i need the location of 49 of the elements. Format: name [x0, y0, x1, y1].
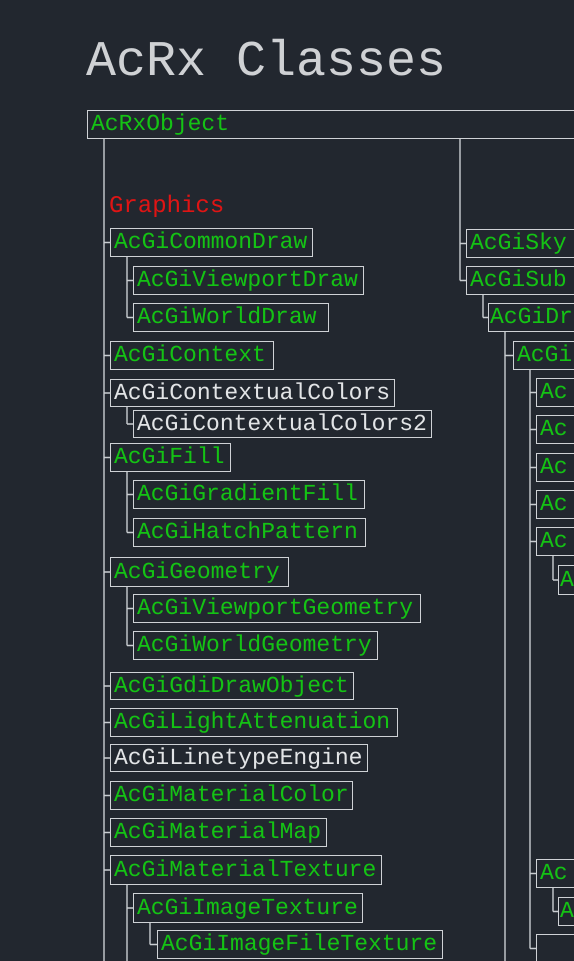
connector-line [504, 331, 514, 961]
connector-line [126, 471, 134, 534]
connector-line [529, 369, 537, 950]
class-node: AcGiGradientFill [133, 480, 365, 509]
class-node: AcGiContextualColors [110, 379, 395, 407]
class-node: AcGiViewportGeometry [133, 594, 421, 623]
class-node: AcGi [513, 341, 574, 370]
diagram-title: AcRx Classes [86, 36, 446, 90]
class-node: AcGiCommonDraw [110, 228, 313, 257]
class-node: AcGiLightAttenuation [110, 708, 398, 737]
class-node: AcGiSky [466, 229, 574, 258]
class-node: AcGiFill [110, 443, 231, 472]
class-node: AcGiGeometry [110, 557, 289, 587]
connector-line [126, 406, 134, 425]
connector-line [103, 138, 111, 961]
class-node [536, 934, 574, 961]
class-node: Ac [536, 415, 574, 444]
connector-line [482, 294, 489, 318]
connector-line [149, 922, 158, 946]
class-node: AcGiMaterialTexture [110, 855, 382, 885]
class-node: AcGiMaterialColor [110, 781, 353, 810]
class-node: Ac [536, 527, 574, 556]
class-node: AcGiSub [466, 266, 574, 295]
class-node: AcRxObject [87, 110, 574, 139]
class-node: AcGiContext [110, 341, 274, 370]
class-node: Ac [536, 453, 574, 482]
connector-line [459, 138, 467, 282]
class-node: A [558, 565, 574, 595]
class-node: AcGiHatchPattern [133, 518, 366, 547]
class-node: AcGiMaterialMap [110, 818, 327, 847]
class-node: AcGiWorldGeometry [133, 631, 378, 660]
class-node: A [558, 897, 574, 926]
connector-line [126, 586, 134, 646]
class-node: AcGiViewportDraw [133, 266, 364, 295]
class-node: AcGiWorldDraw [133, 303, 329, 332]
connector-line [126, 884, 134, 961]
class-node: Ac [536, 378, 574, 407]
class-node: AcGiImageFileTexture [157, 930, 443, 959]
class-node: AcGiLinetypeEngine [110, 744, 368, 772]
connector-line [126, 256, 134, 318]
class-node: AcGiImageTexture [133, 893, 363, 923]
class-node: AcGiGdiDrawObject [110, 672, 354, 700]
class-node: Ac [536, 490, 574, 519]
class-node: AcGiContextualColors2 [133, 410, 432, 438]
class-node: Ac [536, 859, 574, 888]
class-node: AcGiDr [488, 303, 574, 332]
connector-line [552, 887, 559, 912]
connector-line [552, 555, 559, 581]
section-heading: Graphics [109, 192, 224, 222]
